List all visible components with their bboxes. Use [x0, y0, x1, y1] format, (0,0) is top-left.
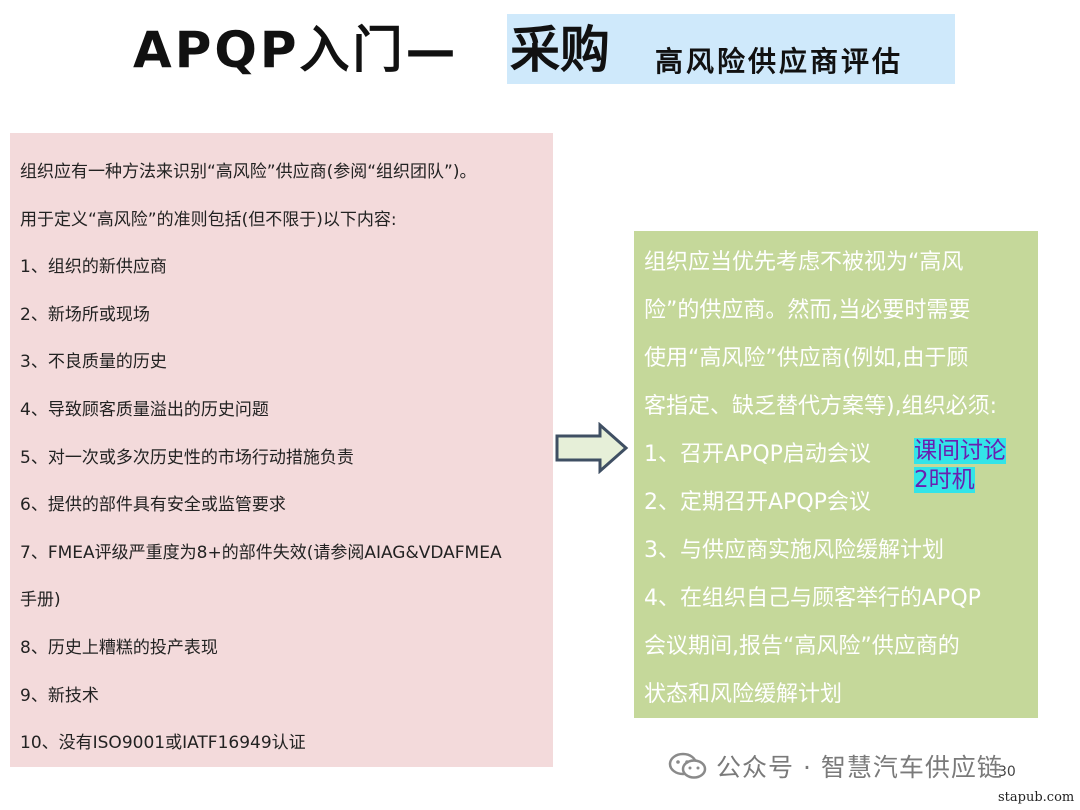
requirement-line: 4、在组织自己与顾客举行的APQP: [644, 586, 981, 611]
criteria-line: 组织应有一种方法来识别“高风险”供应商(参阅“组织团队”)。: [20, 162, 477, 182]
criteria-line: 5、对一次或多次历史性的市场行动措施负责: [20, 447, 354, 468]
note-line-2: 2时机: [914, 467, 975, 493]
discussion-note: 课间讨论 2时机: [914, 437, 1024, 495]
requirement-line: 会议期间,报告“高风险”供应商的: [644, 634, 960, 659]
title-main: APQP入门—: [133, 21, 459, 79]
requirement-line: 1、召开APQP启动会议: [644, 442, 871, 467]
title-subtitle: 高风险供应商评估: [655, 45, 904, 78]
watermark-text: 公众号 · 智慧汽车供应链: [716, 753, 1003, 782]
criteria-line: 7、FMEA评级严重度为8+的部件失效(请参阅AIAG&VDAFMEA: [20, 542, 502, 563]
wechat-icon: [668, 752, 707, 779]
watermark: 公众号 · 智慧汽车供应链: [668, 748, 1003, 784]
right-arrow-icon: [555, 422, 629, 474]
criteria-line: 3、不良质量的历史: [20, 352, 167, 373]
requirement-line: 组织应当优先考虑不被视为“高风: [644, 250, 964, 275]
criteria-line: 1、组织的新供应商: [20, 257, 167, 278]
note-line-1: 课间讨论: [914, 438, 1006, 464]
requirement-line: 状态和风险缓解计划: [644, 682, 843, 707]
criteria-line: 10、没有ISO9001或IATF16949认证: [20, 733, 306, 754]
criteria-line: 9、新技术: [20, 685, 99, 706]
title-highlight: [507, 14, 955, 84]
requirement-line: 3、与供应商实施风险缓解计划: [644, 538, 944, 563]
page-number: 30: [998, 764, 1016, 780]
criteria-line: 6、提供的部件具有安全或监管要求: [20, 495, 286, 516]
criteria-line: 2、新场所或现场: [20, 304, 150, 325]
requirement-line: 使用“高风险”供应商(例如,由于顾: [644, 346, 969, 371]
criteria-line: 用于定义“高风险”的准则包括(但不限于)以下内容:: [20, 209, 397, 230]
slide-title: APQP入门— 采购 高风险供应商评估: [0, 0, 1080, 100]
site-label: stapub.com: [998, 790, 1075, 805]
title-accent: 采购: [510, 21, 610, 79]
criteria-box: 组织应有一种方法来识别“高风险”供应商(参阅“组织团队”)。 用于定义“高风险”…: [10, 133, 553, 767]
requirement-line: 险”的供应商。然而,当必要时需要: [644, 298, 971, 323]
requirement-line: 2、定期召开APQP会议: [644, 490, 871, 515]
criteria-line: 4、导致顾客质量溢出的历史问题: [20, 399, 269, 420]
criteria-line: 8、历史上糟糕的投产表现: [20, 637, 218, 658]
criteria-line: 手册): [20, 590, 61, 611]
requirement-line: 客指定、缺乏替代方案等),组织必须:: [644, 394, 997, 419]
